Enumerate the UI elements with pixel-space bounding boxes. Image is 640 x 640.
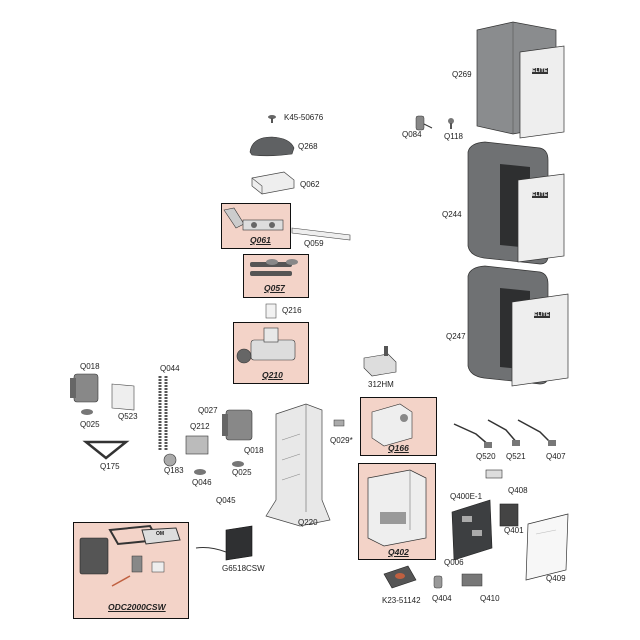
q220-frame-icon [265, 403, 331, 527]
label-q410: Q410 [480, 594, 500, 603]
label-q045: Q045 [216, 496, 236, 505]
label-q212: Q212 [190, 422, 210, 431]
label-q084: Q084 [402, 130, 422, 139]
q059-bar-icon [291, 227, 351, 241]
label-q183: Q183 [164, 466, 184, 475]
label-q046: Q046 [192, 478, 212, 487]
q521-harness-icon [487, 419, 520, 446]
q018-motor-icon [70, 373, 99, 403]
label-q407: Q407 [546, 452, 566, 461]
q061-handle-icon [223, 207, 284, 231]
kit-tag-om: OM [156, 531, 165, 537]
q210-gearbox-icon [236, 327, 296, 364]
label-q057: Q057 [264, 283, 285, 293]
label-odc2000csw: ODC2000CSW [108, 602, 166, 612]
label-q520: Q520 [476, 452, 496, 461]
q025b-washer-icon [232, 461, 244, 467]
q400e1-board-icon [451, 499, 493, 561]
q057-chain-icon [250, 259, 298, 276]
label-q062: Q062 [300, 180, 320, 189]
q407-harness-icon [517, 419, 556, 446]
label-k45-50676: K45-50676 [284, 113, 324, 122]
q269-cabinet-icon [476, 21, 565, 139]
q044-chain-icon [158, 376, 168, 450]
q523-plate-icon [111, 383, 135, 411]
label-q027: Q027 [198, 406, 218, 415]
label-q523: Q523 [118, 412, 138, 421]
q046-nut-icon [194, 469, 206, 475]
label-q404: Q404 [432, 594, 452, 603]
odc2000csw-kit-icon [79, 524, 181, 587]
label-q044: Q044 [160, 364, 180, 373]
label-q268: Q268 [298, 142, 318, 151]
k45-screw-icon [268, 115, 276, 123]
label-q210: Q210 [262, 370, 283, 380]
q029-bracket-icon [333, 419, 345, 427]
g6518csw-transformer-icon [195, 525, 253, 561]
label-q521: Q521 [506, 452, 526, 461]
q084-lock-icon [415, 115, 433, 131]
q247-housing-icon [467, 265, 569, 387]
label-q244: Q244 [442, 210, 462, 219]
label-q006: Q006 [444, 558, 464, 567]
label-q059: Q059 [304, 239, 324, 248]
q409-cover-icon [525, 513, 569, 581]
q183-pulley-icon [163, 453, 177, 467]
q212-gear-icon [185, 435, 209, 455]
q166-bracket-icon [371, 403, 413, 447]
q408-fuse-icon [485, 469, 503, 479]
label-q175: Q175 [100, 462, 120, 471]
label-q025-left: Q025 [80, 420, 100, 429]
label-q220: Q220 [298, 518, 318, 527]
q401-board-icon [499, 503, 519, 527]
brand-mark-q247: ELITE [534, 312, 550, 318]
label-q401: Q401 [504, 526, 524, 535]
k23-switch-icon [383, 565, 417, 589]
label-q269: Q269 [452, 70, 472, 79]
label-q408: Q408 [508, 486, 528, 495]
q118-key-icon [448, 118, 454, 129]
label-312hm: 312HM [368, 380, 394, 389]
q410-relay-icon [461, 573, 483, 587]
q268-cap-icon [249, 136, 295, 157]
label-g6518csw: G6518CSW [222, 564, 265, 573]
brand-mark-q244: ELITE [532, 192, 548, 198]
q520-harness-icon [453, 423, 492, 448]
label-q018-center: Q018 [244, 446, 264, 455]
brand-mark-q269: ELITE [532, 68, 548, 74]
label-k23-51142: K23-51142 [382, 596, 421, 605]
label-q402: Q402 [388, 547, 409, 557]
label-q400e-1: Q400E-1 [450, 492, 483, 501]
label-q018-left: Q018 [80, 362, 100, 371]
312hm-sensor-icon [363, 346, 397, 377]
q025-washer-icon [81, 409, 93, 415]
q062-block-icon [251, 171, 295, 195]
label-q025-center: Q025 [232, 468, 252, 477]
label-q247: Q247 [446, 332, 466, 341]
q175-belt-icon [82, 440, 130, 460]
label-q118: Q118 [444, 132, 463, 141]
q402-enclosure-icon [367, 469, 427, 547]
q216-sleeve-icon [265, 303, 277, 319]
q027-motor-icon [222, 409, 253, 441]
q244-housing-icon [467, 141, 565, 265]
label-q409: Q409 [546, 574, 566, 583]
label-q061: Q061 [250, 235, 271, 245]
label-q216: Q216 [282, 306, 302, 315]
label-q166: Q166 [388, 443, 409, 453]
q404-capacitor-icon [433, 575, 443, 589]
label-q029: Q029* [330, 436, 353, 445]
